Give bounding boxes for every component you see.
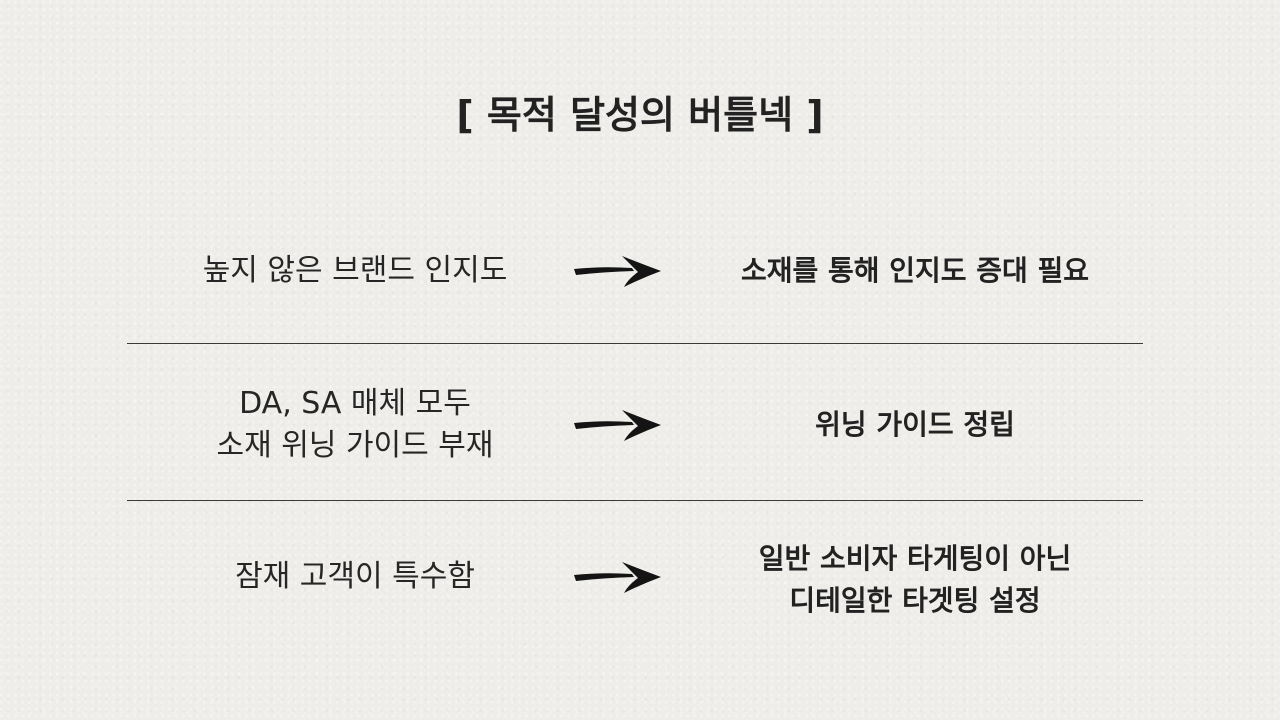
problem-text: 높지 않은 브랜드 인지도: [140, 250, 570, 292]
row-divider: [127, 500, 1143, 501]
solution-line: 소재를 통해 인지도 증대 필요: [740, 254, 1090, 287]
problem-text: DA, SA 매체 모두 소재 위닝 가이드 부재: [140, 383, 570, 467]
problem-line: 잠재 고객이 특수함: [235, 559, 475, 594]
solution-line: 디테일한 타겟팅 설정: [789, 584, 1041, 617]
slide-title: [ 목적 달성의 버틀넥 ]: [456, 93, 824, 137]
solution-line: 일반 소비자 타게팅이 아닌: [758, 542, 1072, 575]
solution-text: 소재를 통해 인지도 증대 필요: [680, 250, 1150, 292]
right-arrow-icon: [574, 256, 661, 287]
problem-line: 소재 위닝 가이드 부재: [216, 428, 494, 463]
solution-line: 위닝 가이드 정립: [815, 408, 1015, 441]
problem-line: DA, SA 매체 모두: [239, 386, 471, 421]
problem-text: 잠재 고객이 특수함: [140, 556, 570, 598]
right-arrow-icon: [574, 562, 661, 593]
solution-text: 위닝 가이드 정립: [680, 404, 1150, 446]
problem-line: 높지 않은 브랜드 인지도: [202, 253, 508, 288]
right-arrow-icon: [574, 410, 661, 441]
row-divider: [127, 343, 1143, 344]
solution-text: 일반 소비자 타게팅이 아닌 디테일한 타겟팅 설정: [680, 538, 1150, 622]
